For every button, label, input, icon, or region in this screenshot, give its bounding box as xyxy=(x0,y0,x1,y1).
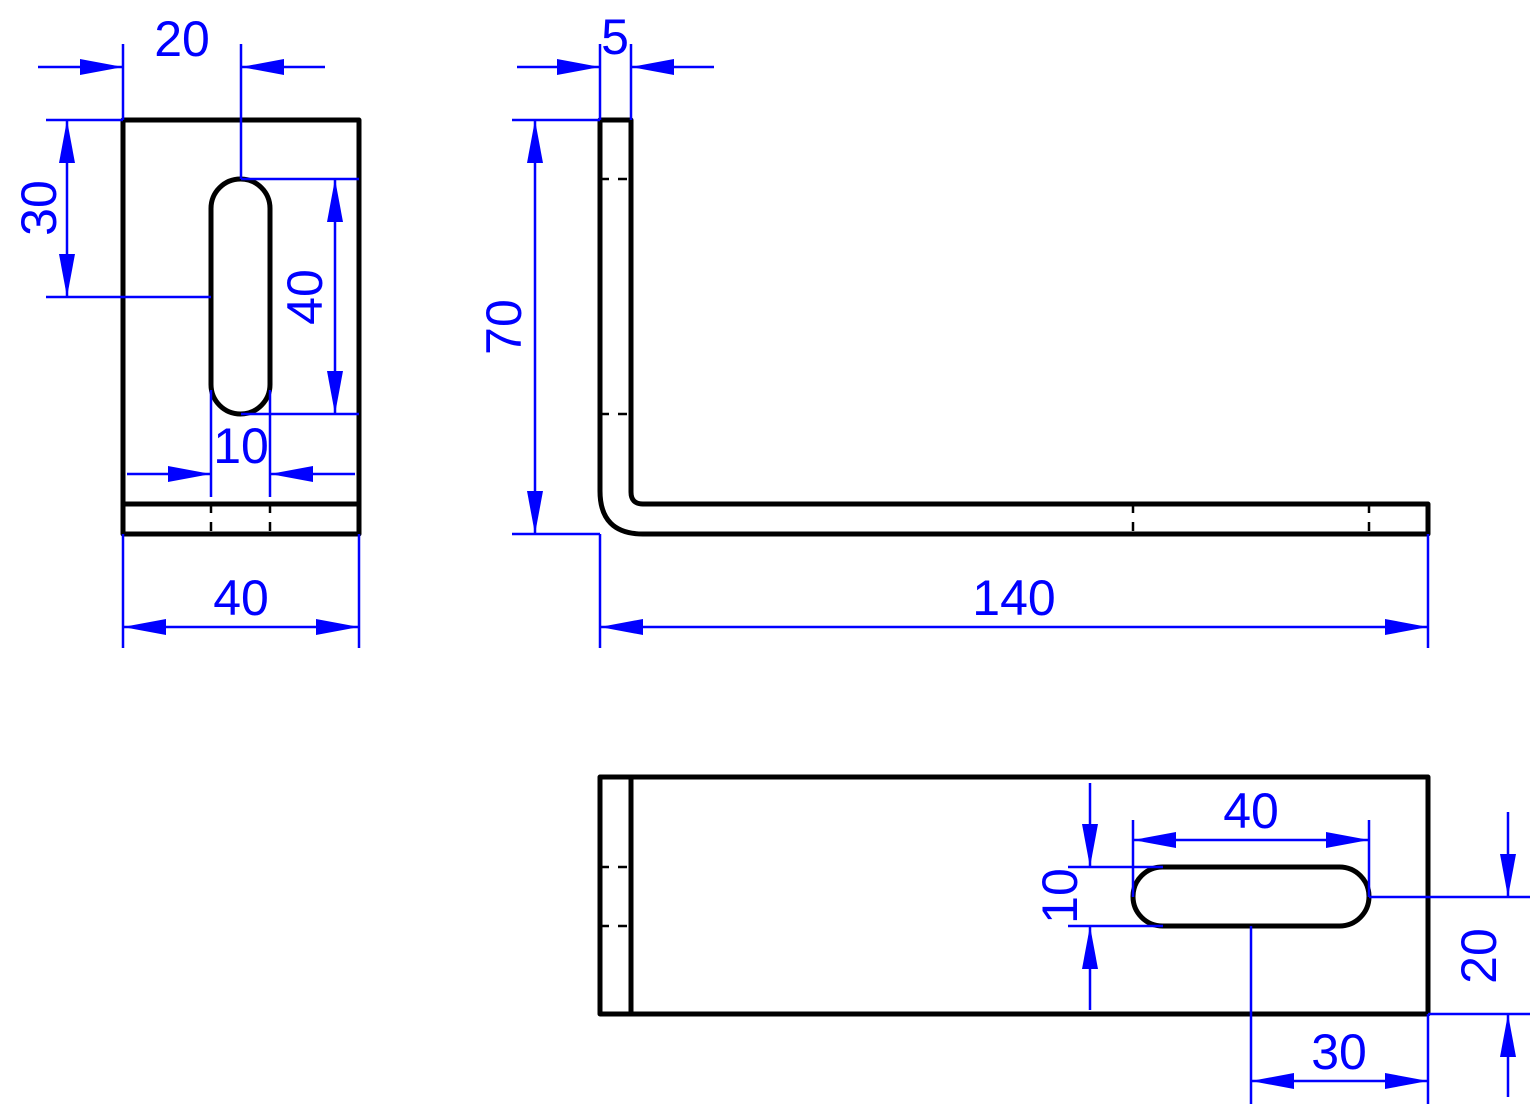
arrowhead xyxy=(1082,926,1098,969)
dimension-text: 20 xyxy=(1451,928,1507,984)
arrowhead xyxy=(59,120,75,163)
arrowhead xyxy=(123,619,166,635)
arrowhead xyxy=(1326,832,1369,848)
front-view: 5 70 140 xyxy=(476,9,1431,648)
arrowhead xyxy=(327,179,343,222)
arrowhead xyxy=(1500,1014,1516,1057)
dimension-text: 10 xyxy=(213,418,269,474)
arrowhead xyxy=(600,619,643,635)
dimension-text: 10 xyxy=(1032,868,1088,924)
dimension-text: 40 xyxy=(1223,783,1279,839)
arrowhead xyxy=(1500,854,1516,897)
arrowhead xyxy=(1385,1073,1428,1089)
top-view-slot xyxy=(1130,864,1372,929)
dimension-text: 30 xyxy=(1311,1024,1367,1080)
arrowhead xyxy=(631,59,674,75)
dimension-text: 140 xyxy=(972,570,1055,626)
arrowhead xyxy=(241,59,284,75)
arrowhead xyxy=(327,371,343,414)
arrowhead xyxy=(80,59,123,75)
arrowhead xyxy=(168,466,211,482)
dimension-text: 20 xyxy=(154,11,210,67)
dimension-text: 30 xyxy=(11,180,67,236)
arrowhead xyxy=(557,59,600,75)
dimension-text: 5 xyxy=(601,9,629,65)
arrowhead xyxy=(59,254,75,297)
arrowhead xyxy=(1133,832,1176,848)
arrowhead xyxy=(1385,619,1428,635)
arrowhead xyxy=(316,619,359,635)
front-view-outline xyxy=(597,117,1431,537)
arrowhead xyxy=(527,120,543,163)
arrowhead xyxy=(1082,824,1098,867)
top-view: 40 10 20 30 xyxy=(597,774,1530,1104)
top-view-outline xyxy=(597,774,1431,1017)
dimension-text: 40 xyxy=(213,570,269,626)
dimension-text: 70 xyxy=(476,299,532,355)
left-view-slot xyxy=(208,176,273,417)
arrowhead xyxy=(527,491,543,534)
arrowhead xyxy=(270,466,313,482)
dimension-text: 40 xyxy=(277,269,333,325)
left-view: 20 30 40 10 40 xyxy=(11,11,362,648)
arrowhead xyxy=(1251,1073,1294,1089)
